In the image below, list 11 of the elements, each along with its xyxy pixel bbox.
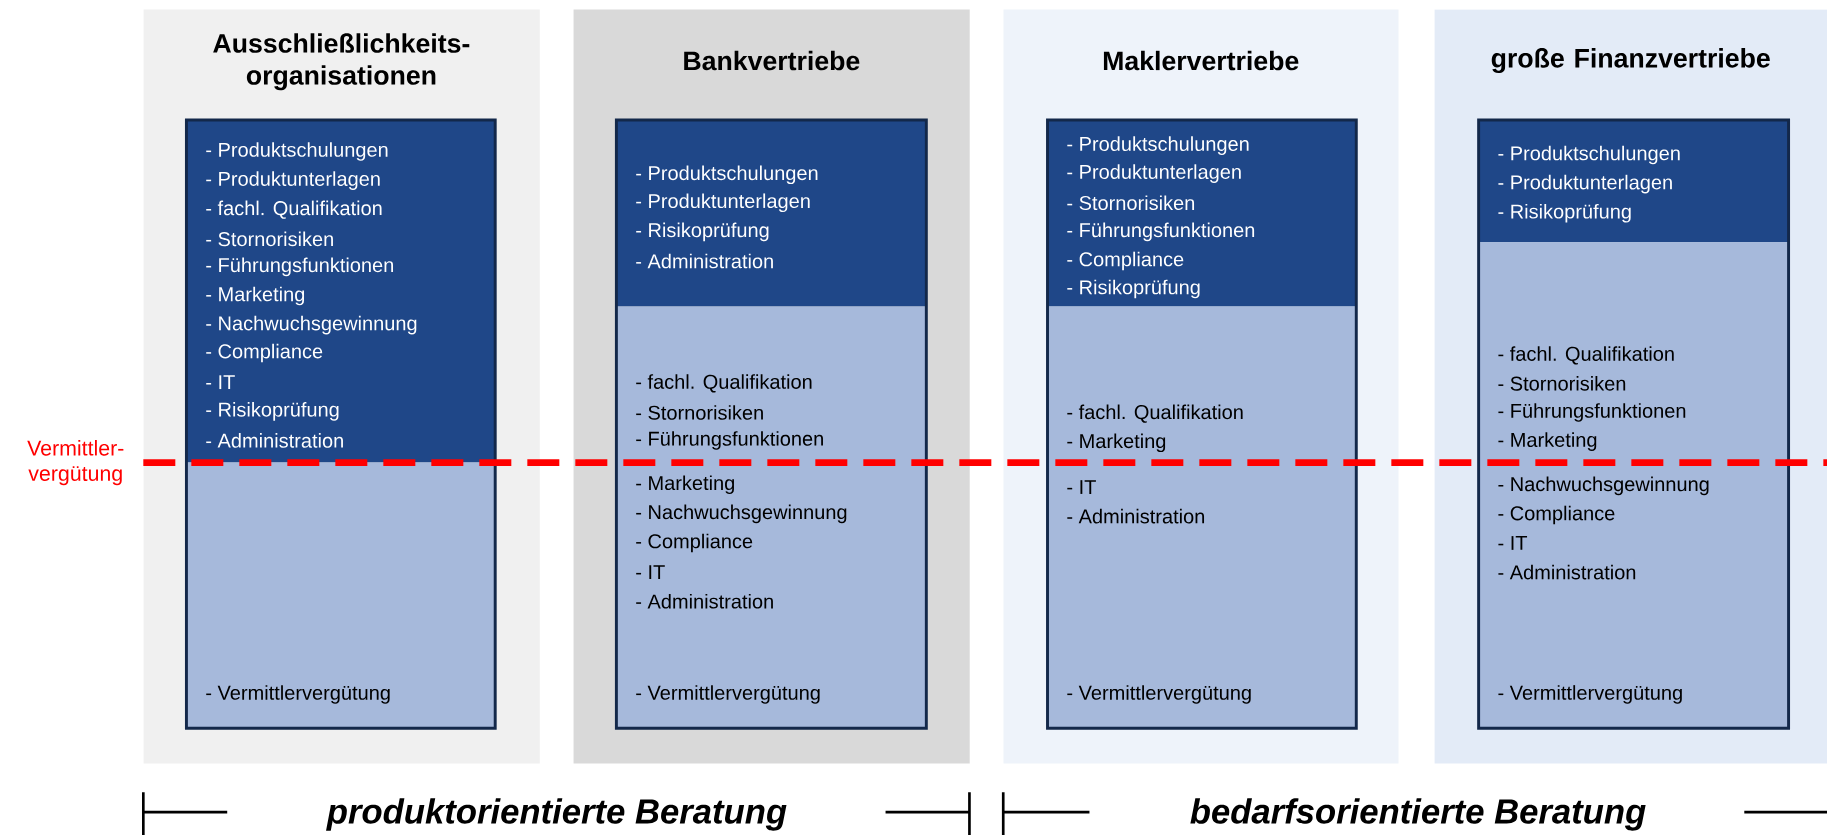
upper-section: - Produktschulungen - Produktunterlagen - Risikoprüfung - Administration xyxy=(616,120,927,307)
threshold-label: Vermittler- vergütung xyxy=(27,440,124,486)
lower-section: - fachl. Qualifikation - Stornorisiken - Führungsfunktionen - Marketing - Nachwuchsgewinnung - Compliance - IT - Administration - Vermittlervergütung xyxy=(1478,242,1789,729)
upper-section: - Produktschulungen - Produktunterlagen - Risikoprüfung xyxy=(1478,120,1789,243)
lower-section: - fachl. Qualifikation - Marketing - IT - Administration - Vermittlervergütung xyxy=(1047,306,1357,729)
span-label: produktorientierte Beratung xyxy=(326,798,787,831)
upper-section: - Produktschulungen - Produktunterlagen - Stornorisiken - Führungsfunktionen - Compliance - Risikoprüfung xyxy=(1047,120,1357,307)
upper-section: - Produktschulungen - Produktunterlagen - fachl. Qualifikation - Stornorisiken - Führungsfunktionen - Marketing - Nachwuchsgewinnung - Compliance - IT - Risikoprüfung - Administration xyxy=(186,120,496,463)
lower-section: - Vermittlervergütung xyxy=(186,462,496,729)
span-label: bedarfsorientierte Beratung xyxy=(1190,798,1646,831)
lower-section: - fachl. Qualifikation - Stornorisiken - Führungsfunktionen - Marketing - Nachwuchsgewinnung - Compliance - IT - Administration - Vermittlervergütung xyxy=(616,306,927,729)
